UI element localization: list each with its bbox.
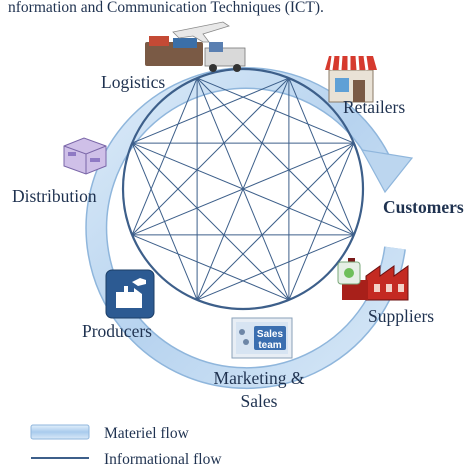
- legend-materiel-label: Materiel flow: [104, 425, 190, 442]
- node-label-retailers: Retailers: [343, 97, 405, 117]
- legend-materiel-swatch: [30, 424, 90, 440]
- transport-icon: [145, 21, 246, 72]
- info-star-lines: [131, 77, 355, 301]
- sales-team-icon: Sales team: [231, 317, 293, 359]
- informational-flow-network: [121, 67, 365, 311]
- info-circle: [121, 67, 365, 311]
- materiel-flow-ring: [85, 67, 414, 390]
- sales-badge-line2: team: [258, 340, 281, 351]
- node-label-distribution: Distribution: [12, 186, 97, 206]
- info-link-line: [131, 142, 290, 301]
- sales-badge-line1: Sales: [257, 329, 284, 340]
- node-label-logistics: Logistics: [101, 72, 165, 92]
- info-link-line: [196, 77, 355, 144]
- info-link-line: [196, 142, 355, 301]
- top-caption: nformation and Communication Techniques …: [8, 0, 324, 16]
- distribution-machine-icon: [63, 137, 107, 175]
- node-label-customers: Customers: [383, 197, 464, 217]
- info-link-line: [196, 77, 290, 301]
- node-label-producers: Producers: [82, 321, 152, 341]
- flow-arrowhead: [360, 149, 414, 194]
- info-link-line: [131, 77, 198, 236]
- legend-informational-label: Informational flow: [104, 451, 222, 468]
- producer-factory-icon: [105, 269, 155, 319]
- legend: Materiel flow Informational flow: [30, 424, 222, 468]
- factory-icon: [337, 258, 409, 301]
- node-label-marketing-line1: Marketing &: [214, 368, 305, 388]
- info-link-line: [131, 77, 290, 236]
- node-label-marketing-line2: Sales: [241, 391, 278, 411]
- info-link-line: [131, 234, 290, 301]
- info-link-line: [131, 142, 198, 301]
- info-link-line: [196, 77, 355, 236]
- node-label-suppliers: Suppliers: [368, 306, 434, 326]
- store-icon: [325, 55, 377, 103]
